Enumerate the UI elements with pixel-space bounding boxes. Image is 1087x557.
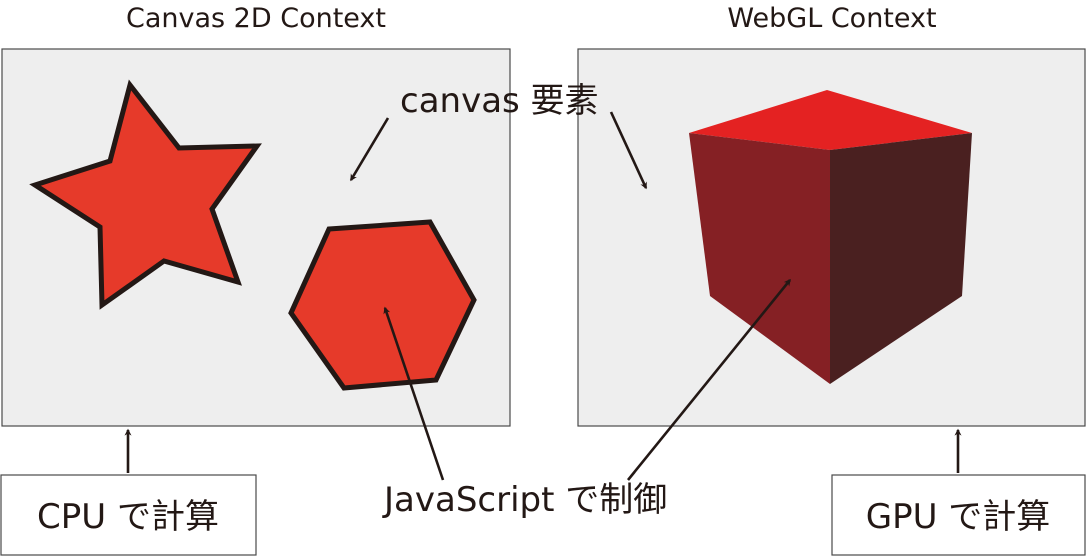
javascript-control-callout: JavaScript で制御 — [382, 480, 667, 520]
canvas-2d-title: Canvas 2D Context — [126, 3, 386, 34]
gpu-label: GPU で計算 — [866, 497, 1051, 537]
cube-top-face — [689, 90, 972, 150]
canvas-element-callout: canvas 要素 — [400, 81, 599, 121]
canvas-element-arrow-right — [609, 111, 648, 190]
star-shape — [29, 79, 262, 310]
canvas-element-arrow-left — [349, 117, 390, 182]
cube-front-face — [689, 133, 830, 384]
cpu-label: CPU で計算 — [37, 497, 219, 537]
webgl-title: WebGL Context — [727, 3, 936, 34]
javascript-arrow-right — [626, 278, 792, 481]
javascript-arrow-left — [383, 306, 445, 481]
hexagon-shape — [288, 219, 477, 391]
cube-shape — [689, 90, 972, 384]
cube-side-face — [830, 133, 972, 384]
gpu-label-box — [831, 474, 1086, 556]
cpu-label-box — [0, 474, 257, 556]
